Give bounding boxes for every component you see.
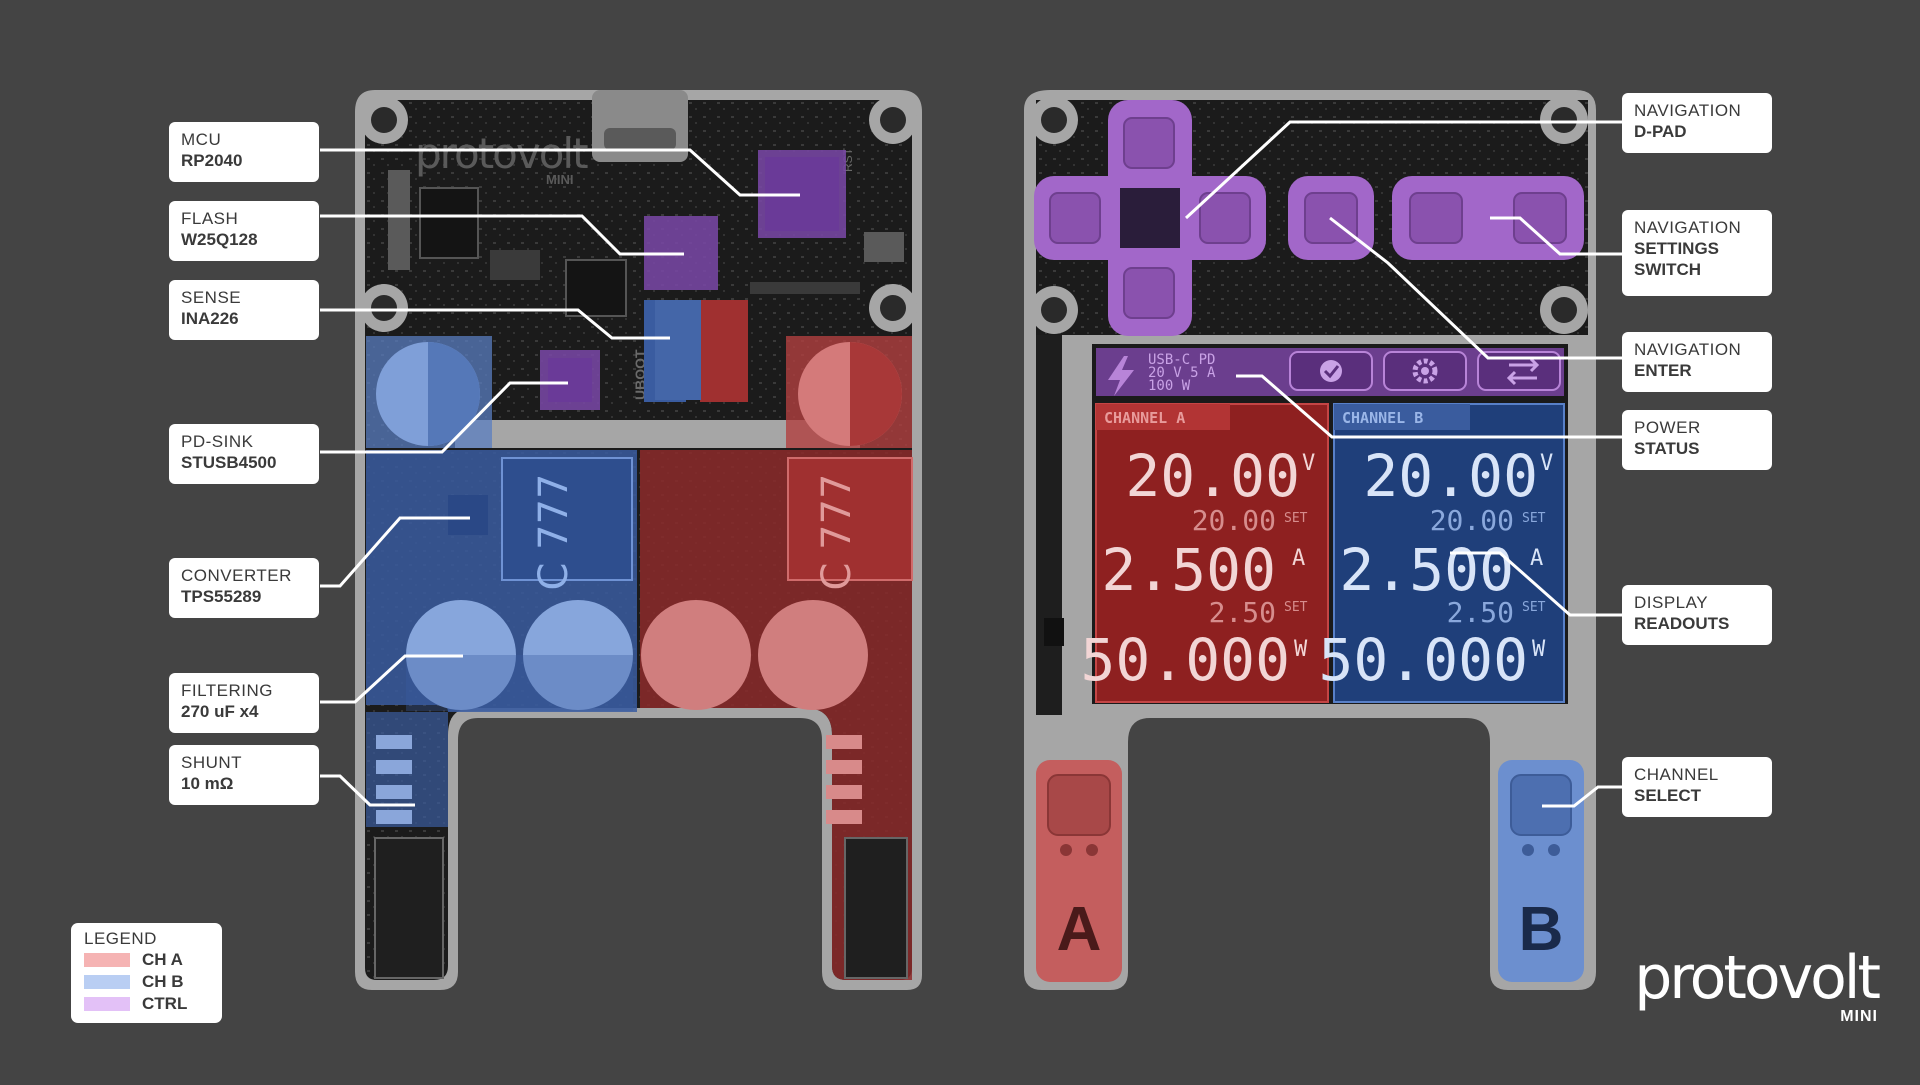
silk-sub: MINI [546,172,573,187]
silk-brand: protovolt [415,129,588,178]
channel-a-power-unit: W [1294,637,1308,662]
header-left [375,838,443,978]
inductor-ch-a: C 777 [814,474,860,591]
brand-sub: MINI [1840,1008,1878,1026]
header-right [845,838,907,978]
channel-a-button: A [1036,760,1122,982]
back-board: protovolt MINI RST UBOOT C 777 [355,90,922,990]
sense-chip [655,300,701,400]
callout-settings-category: NAVIGATION [1634,217,1762,238]
callout-enter-part: ENTER [1634,360,1762,381]
legend-item-ch-a: CH A [84,949,212,971]
legend: LEGEND CH A CH B CTRL [71,923,222,1023]
legend-item-ch-b: CH B [84,971,212,993]
callout-filtering-part: 270 uF x4 [181,701,309,722]
callout-enter: NAVIGATION ENTER [1622,332,1772,392]
channel-b-voltage-set: 20.00 [1430,504,1514,537]
callout-settings-switch: NAVIGATION SETTINGS SWITCH [1622,210,1772,296]
channel-a-current: 2.500 [1101,536,1276,604]
callout-shunt: SHUNT 10 mΩ [169,745,319,805]
callout-channel-select: CHANNEL SELECT [1622,757,1772,817]
brand-logo: protovolt MINI [1650,948,1890,1028]
callout-pd-sink-part: STUSB4500 [181,452,309,473]
callout-converter-category: CONVERTER [181,565,309,586]
callout-mcu: MCU RP2040 [169,122,319,182]
channel-a-current-set: 2.50 [1209,596,1276,629]
callout-filtering-category: FILTERING [181,680,309,701]
channel-b-current-unit: A [1530,546,1543,571]
legend-swatch-ch-a [84,953,130,967]
callout-dpad-category: NAVIGATION [1634,100,1762,121]
callout-filtering: FILTERING 270 uF x4 [169,673,319,733]
callout-channel-category: CHANNEL [1634,764,1762,785]
inductor-ch-b: C 777 [531,474,577,591]
callout-settings-part-2: SWITCH [1634,259,1762,280]
channel-a-power: 50.000 [1080,626,1290,694]
callout-display: DISPLAY READOUTS [1622,585,1772,645]
callout-channel-part: SELECT [1634,785,1762,806]
check-icon [1320,360,1342,382]
channel-b-voltage-set-label: SET [1522,511,1546,526]
legend-swatch-ch-b [84,975,130,989]
channel-b-power-unit: W [1532,637,1546,662]
channel-a-current-unit: A [1292,546,1305,571]
callout-mcu-category: MCU [181,129,309,150]
channel-a-voltage: 20.00 [1125,442,1300,510]
callout-sense-category: SENSE [181,287,309,308]
legend-item-ctrl: CTRL [84,993,212,1015]
power-status-line3: 100 W [1148,378,1191,394]
channel-b-button-label: B [1519,895,1564,964]
callout-display-part: READOUTS [1634,613,1762,634]
front-board: USB-C PD 20 V 5 A 100 W CHANNEL A 20.00 … [1024,90,1596,990]
channel-b-current-set-label: SET [1522,600,1546,615]
callout-display-category: DISPLAY [1634,592,1762,613]
channel-a-voltage-set: 20.00 [1192,504,1276,537]
channel-b-power: 50.000 [1318,626,1528,694]
legend-label-ch-a: CH A [142,950,183,970]
channel-b-voltage-unit: V [1540,451,1553,476]
legend-label-ch-b: CH B [142,972,184,992]
legend-title: LEGEND [84,929,212,949]
channel-a-button-label: A [1057,895,1102,964]
callout-enter-category: NAVIGATION [1634,339,1762,360]
callout-sense: SENSE INA226 [169,280,319,340]
channel-b-voltage: 20.00 [1363,442,1538,510]
callout-sense-part: INA226 [181,308,309,329]
callout-dpad: NAVIGATION D-PAD [1622,93,1772,153]
callout-pd-sink-category: PD-SINK [181,431,309,452]
callout-converter: CONVERTER TPS55289 [169,558,319,618]
callout-shunt-part: 10 mΩ [181,773,309,794]
callout-dpad-part: D-PAD [1634,121,1762,142]
callout-mcu-part: RP2040 [181,150,309,171]
callout-power-status: POWER STATUS [1622,410,1772,470]
legend-swatch-ctrl [84,997,130,1011]
callout-flash-category: FLASH [181,208,309,229]
channel-a-current-set-label: SET [1284,600,1308,615]
channel-b-title: CHANNEL B [1342,409,1423,427]
callout-power-category: POWER [1634,417,1762,438]
callout-settings-part: SETTINGS [1634,238,1762,259]
channel-a-title: CHANNEL A [1104,409,1185,427]
channel-a-voltage-unit: V [1302,451,1315,476]
channel-a-voltage-set-label: SET [1284,511,1308,526]
channel-b-current-set: 2.50 [1447,596,1514,629]
callout-flash: FLASH W25Q128 [169,201,319,261]
channel-b-current: 2.500 [1339,536,1514,604]
callout-converter-part: TPS55289 [181,586,309,607]
callout-power-part: STATUS [1634,438,1762,459]
legend-label-ctrl: CTRL [142,994,187,1014]
brand-name: protovolt [1634,948,1878,1008]
channel-b-button: B [1498,760,1584,982]
callout-pd-sink: PD-SINK STUSB4500 [169,424,319,484]
callout-flash-part: W25Q128 [181,229,309,250]
callout-shunt-category: SHUNT [181,752,309,773]
